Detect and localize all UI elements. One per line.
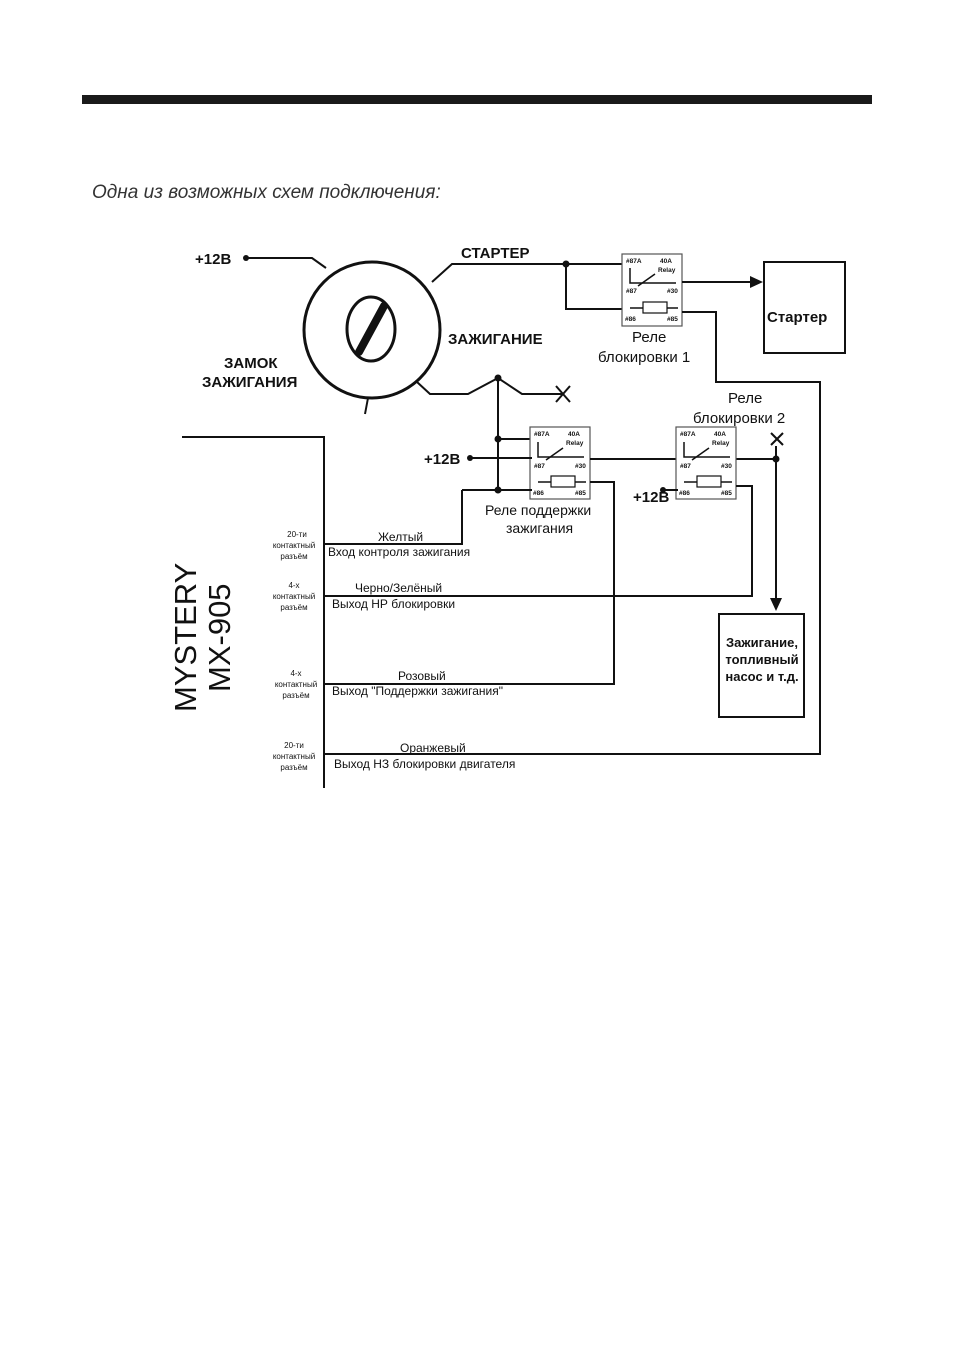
wire-pink-color: Розовый xyxy=(398,669,446,683)
connector-2-l2: контактный xyxy=(273,592,315,601)
connector-2-l3: разъём xyxy=(280,603,307,612)
svg-text:MYSTERY: MYSTERY xyxy=(168,563,203,712)
wire-black-green-no-block xyxy=(324,485,753,597)
connector-4-l1: 20-ти xyxy=(284,741,304,750)
connector-3-l2: контактный xyxy=(275,680,317,689)
svg-text:#87A: #87A xyxy=(534,431,550,438)
svg-text:40A: 40A xyxy=(714,431,726,438)
diagram-caption: Одна из возможных схем подключения: xyxy=(92,182,441,203)
device-outline xyxy=(182,436,325,788)
relay-block-2: #87A 40A Relay #87 #30 #86 #85 xyxy=(675,426,737,500)
ignition-wire-label: ЗАЖИГАНИЕ xyxy=(448,331,543,348)
connector-3-l3: разъём xyxy=(282,691,309,700)
wire-pink-ign-support xyxy=(324,481,615,685)
device-model: MX-905 xyxy=(202,583,237,692)
device-name: MYSTERY xyxy=(168,563,203,712)
svg-text:Relay: Relay xyxy=(712,440,730,447)
starter-box xyxy=(763,261,846,354)
lock-label-1: ЗАМОК xyxy=(224,355,278,372)
arrow-to-starter-icon xyxy=(750,276,763,288)
relay-support-label-2: зажигания xyxy=(506,520,573,536)
plus12-low-label: +12В xyxy=(633,489,669,506)
load-box-label-3: насос и т.д. xyxy=(725,669,798,684)
wire-yellow-color: Желтый xyxy=(378,530,423,544)
svg-text:#85: #85 xyxy=(667,316,678,323)
ignition-cut-x-icon xyxy=(555,385,571,403)
svg-text:#85: #85 xyxy=(721,490,732,497)
svg-text:MX-905: MX-905 xyxy=(202,583,237,692)
svg-text:#86: #86 xyxy=(625,316,636,323)
svg-text:40A: 40A xyxy=(660,258,672,265)
wire-bg-func: Выход НР блокировки xyxy=(332,597,455,611)
svg-text:Relay: Relay xyxy=(658,267,676,274)
wire-starter-relay1-87 xyxy=(565,264,624,310)
svg-text:40A: 40A xyxy=(568,431,580,438)
wire-lock-stub xyxy=(364,397,369,415)
arrow-to-load-icon xyxy=(770,598,782,611)
ignition-lock xyxy=(302,260,442,400)
relay2-label-1: Реле xyxy=(728,390,762,407)
svg-text:#86: #86 xyxy=(533,490,544,497)
top-rule xyxy=(82,95,872,104)
relay-ignition-support: #87A 40A Relay #87 #30 #86 #85 xyxy=(529,426,591,500)
relay-block-1: #87A 40A Relay #87 #30 #86 #85 xyxy=(621,253,683,327)
starter-wire-label: СТАРТЕР xyxy=(461,245,530,262)
wire-lock-starter xyxy=(431,263,624,283)
svg-text:#87: #87 xyxy=(680,463,691,470)
svg-text:Relay: Relay xyxy=(566,440,584,447)
load-box xyxy=(718,613,805,718)
lock-label-2: ЗАЖИГАНИЯ xyxy=(202,374,297,391)
load-cut-x-icon xyxy=(770,432,784,446)
connector-1-l2: контактный xyxy=(273,541,315,550)
svg-text:#30: #30 xyxy=(667,288,678,295)
load-box-label-1: Зажигание, xyxy=(726,635,798,650)
wire-orange-color: Оранжевый xyxy=(400,741,466,755)
svg-text:#85: #85 xyxy=(575,490,586,497)
svg-text:#87: #87 xyxy=(626,288,637,295)
wire-lock-ignition xyxy=(416,376,562,395)
wire-yellow-func: Вход контроля зажигания xyxy=(328,545,470,559)
svg-text:#30: #30 xyxy=(721,463,732,470)
wire-pink-func: Выход "Поддержки зажигания" xyxy=(332,684,503,698)
connector-1-l3: разъём xyxy=(280,552,307,561)
wire-plus12-lock xyxy=(246,257,327,269)
relay1-label-2: блокировки 1 xyxy=(598,349,690,366)
starter-box-label: Стартер xyxy=(767,309,827,326)
key-icon xyxy=(355,302,388,356)
connector-4-l3: разъём xyxy=(280,763,307,772)
relay2-label-2: блокировки 2 xyxy=(693,410,785,427)
wire-bg-color: Черно/Зелёный xyxy=(355,581,442,595)
svg-text:#86: #86 xyxy=(679,490,690,497)
svg-text:#87A: #87A xyxy=(626,258,642,265)
relay1-label-1: Реле xyxy=(632,329,666,346)
plus12-mid-label: +12В xyxy=(424,451,460,468)
wire-orange-func: Выход НЗ блокировки двигателя xyxy=(334,757,515,771)
wire-orange-nc-block xyxy=(324,311,821,755)
wire-yellow-ign-input xyxy=(324,490,463,545)
svg-text:#87A: #87A xyxy=(680,431,696,438)
connector-1-l1: 20-ти xyxy=(287,530,307,539)
load-box-label-2: топливный xyxy=(725,652,798,667)
connector-3-l1: 4-х xyxy=(290,669,301,678)
connector-4-l2: контактный xyxy=(273,752,315,761)
connector-2-l1: 4-х xyxy=(288,581,299,590)
plus12-top-label: +12В xyxy=(195,251,231,268)
relay-support-label-1: Реле поддержки xyxy=(485,502,591,518)
svg-text:#87: #87 xyxy=(534,463,545,470)
svg-text:#30: #30 xyxy=(575,463,586,470)
